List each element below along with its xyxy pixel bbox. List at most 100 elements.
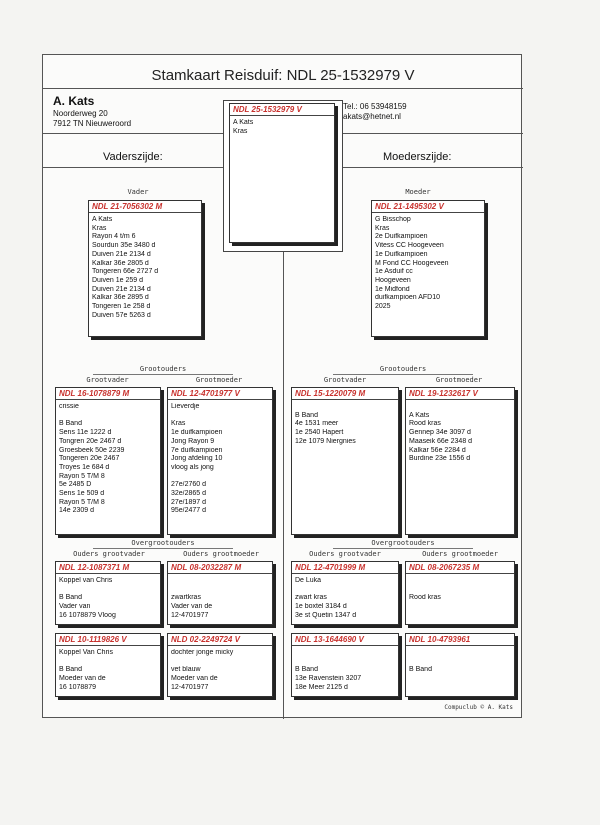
center-divider: [283, 167, 284, 719]
owner-email: akats@hetnet.nl: [343, 112, 401, 121]
card-line: 18e Meer 2125 d: [295, 683, 348, 691]
card-line: Vader van de: [171, 603, 213, 611]
vader-header: Vader: [127, 188, 149, 196]
card-line: B Band: [59, 666, 82, 674]
card-grootmoeder-moederszijde[interactable]: NDL 19-1232617 V A Kats Rood kras Gennep…: [405, 387, 515, 535]
card-line: [295, 586, 395, 595]
card-line: B Band: [59, 420, 82, 428]
grootvader-header: Grootvader: [86, 376, 129, 384]
address-line: Noorderweg 20: [53, 109, 108, 118]
card-line: [171, 586, 269, 595]
card-line: Burdine 23e 1556 d: [409, 455, 471, 463]
card-line: 32e/2865 d: [171, 490, 207, 497]
card-line: G Bisschop: [375, 216, 411, 223]
card-line: Tongren 20e 2467 d: [59, 437, 122, 445]
card-line: 2e Duifkampioen: [375, 233, 428, 241]
card-line: Kras: [92, 224, 107, 232]
father-side-label: Vaderszijde:: [103, 151, 163, 163]
card-line: [59, 658, 157, 667]
card-overgrootmoeder[interactable]: NLD 02-2249724 V dochter jonge micky vet…: [167, 633, 273, 697]
card-line: 16 1078879 Vloog: [59, 611, 116, 619]
card-line: B Band: [59, 594, 82, 602]
card-line: Groesbeek 50e 2239: [59, 446, 125, 454]
card-line: Tongeren 66e 2727 d: [92, 268, 159, 276]
card-line: 95e/2477 d: [171, 507, 207, 515]
card-line: Gennep 34e 3097 d: [409, 429, 471, 437]
moeder-header: Moeder: [405, 188, 431, 196]
grootmoeder-header: Grootmoeder: [435, 376, 483, 384]
header-rule: [333, 374, 473, 375]
card-line: 3e st Quetin 1347 d: [295, 611, 357, 619]
card-line: Kras: [171, 420, 186, 428]
ouders-grootmoeder-header: Ouders grootmoeder: [183, 550, 259, 558]
card-line: 27e/1897 d: [171, 498, 207, 506]
card-line: 1e 2540 Hapert: [295, 429, 344, 437]
card-grootmoeder-vaderszijde[interactable]: NDL 12-4701977 V Lieverdje Kras 1e duifk…: [167, 387, 273, 535]
card-line: 1e duifkampioen: [171, 429, 223, 437]
header-rule: [93, 374, 233, 375]
card-line: zwartkras: [171, 594, 201, 602]
card-grootvader-moederszijde[interactable]: NDL 15-1220079 M B Band 4e 1531 meer 1e …: [291, 387, 399, 535]
card-line: Kalkar 36e 2895 d: [92, 294, 149, 302]
card-line: Moeder van de: [171, 675, 218, 683]
card-line: zwart kras: [295, 594, 327, 602]
grootmoeder-header: Grootmoeder: [195, 376, 243, 384]
card-line: [59, 412, 157, 421]
page-title: Stamkaart Reisduif: NDL 25-1532979 V: [151, 67, 415, 84]
card-overgrootvader[interactable]: NDL 08-2067235 M Rood kras: [405, 561, 515, 625]
owner-name: A. Kats: [53, 94, 95, 108]
card-line: 27e/2760 d: [171, 481, 207, 489]
ring-number: NDL 08-2067235 M: [406, 563, 514, 574]
card-line: Vader van: [59, 603, 91, 611]
card-line: dochter jonge micky: [171, 649, 234, 656]
header-rule: [93, 548, 233, 549]
card-line: 16 1078879: [59, 683, 96, 691]
card-overgrootvader[interactable]: NDL 12-4701999 M De Luka zwart kras 1e b…: [291, 561, 399, 625]
card-line: Tongeren 1e 258 d: [92, 303, 151, 311]
card-overgrootmoeder[interactable]: NDL 13-1644690 V B Band 13e Ravenstein 3…: [291, 633, 399, 697]
card-line: Kalkar 56e 2284 d: [409, 446, 466, 454]
card-line: Rayon 5 T/M 8: [59, 472, 105, 480]
card-line: Moeder van de: [59, 675, 106, 683]
card-line: [295, 403, 395, 412]
card-line: 1e Duifkampioen: [375, 250, 428, 258]
card-line: [409, 403, 511, 412]
card-line: Duiven 1e 259 d: [92, 276, 143, 284]
card-overgrootmoeder[interactable]: NDL 10-1119826 V Koppel Van Chris B Band…: [55, 633, 161, 697]
card-line: vet blauw: [171, 666, 201, 674]
ring-number: NDL 10-4793961: [406, 635, 514, 646]
card-line: Maaseik 66e 2348 d: [409, 437, 473, 445]
grootvader-header: Grootvader: [323, 376, 367, 384]
card-vader[interactable]: NDL 21-7056302 M A Kats Kras Rayon 4 t/m…: [88, 200, 202, 337]
card-overgrootvader[interactable]: NDL 08-2032287 M zwartkras Vader van de …: [167, 561, 273, 625]
overgrootouders-header-father: Overgrootouders: [131, 539, 195, 547]
header-rule: [333, 548, 473, 549]
card-line: 12-4701977: [171, 683, 209, 691]
card-grootvader-vaderszijde[interactable]: NDL 16-1078879 M crissie B Band Sens 11e…: [55, 387, 161, 535]
card-main[interactable]: NDL 25-1532979 V A Kats Kras: [229, 103, 335, 243]
overgrootouders-header-mother: Overgrootouders: [371, 539, 435, 547]
ring-number: NLD 02-2249724 V: [168, 635, 272, 646]
card-line: B Band: [295, 666, 318, 674]
card-moeder[interactable]: NDL 21-1495302 V G Bisschop Kras 2e Duif…: [371, 200, 485, 337]
card-overgrootvader[interactable]: NDL 12-1087371 M Koppel van Chris B Band…: [55, 561, 161, 625]
card-line: 5e 2485 D: [59, 481, 92, 489]
card-line: 1e Asduif cc: [375, 268, 413, 276]
ouders-grootvader-header: Ouders grootvader: [309, 550, 381, 558]
card-line: [171, 658, 269, 667]
card-line: A Kats: [409, 411, 430, 419]
card-overgrootmoeder[interactable]: NDL 10-4793961 B Band: [405, 633, 515, 697]
card-line: duifkampioen AFD10: [375, 294, 440, 302]
ring-number: NDL 08-2032287 M: [168, 563, 272, 574]
card-line: [171, 577, 269, 586]
card-line: [295, 658, 395, 667]
card-line: 7e duifkampioen: [171, 446, 223, 454]
card-line: Hoogeveen: [375, 276, 411, 284]
card-line: 1e Midfond: [375, 285, 410, 293]
card-line: Koppel Van Chris: [59, 649, 113, 656]
ring-number: NDL 21-1495302 V: [372, 202, 484, 213]
ouders-grootvader-header: Ouders grootvader: [73, 550, 145, 558]
card-line: 12e 1079 Niergnies: [295, 437, 356, 445]
card-line: vloog als jong: [171, 463, 214, 471]
card-line: [409, 577, 511, 586]
